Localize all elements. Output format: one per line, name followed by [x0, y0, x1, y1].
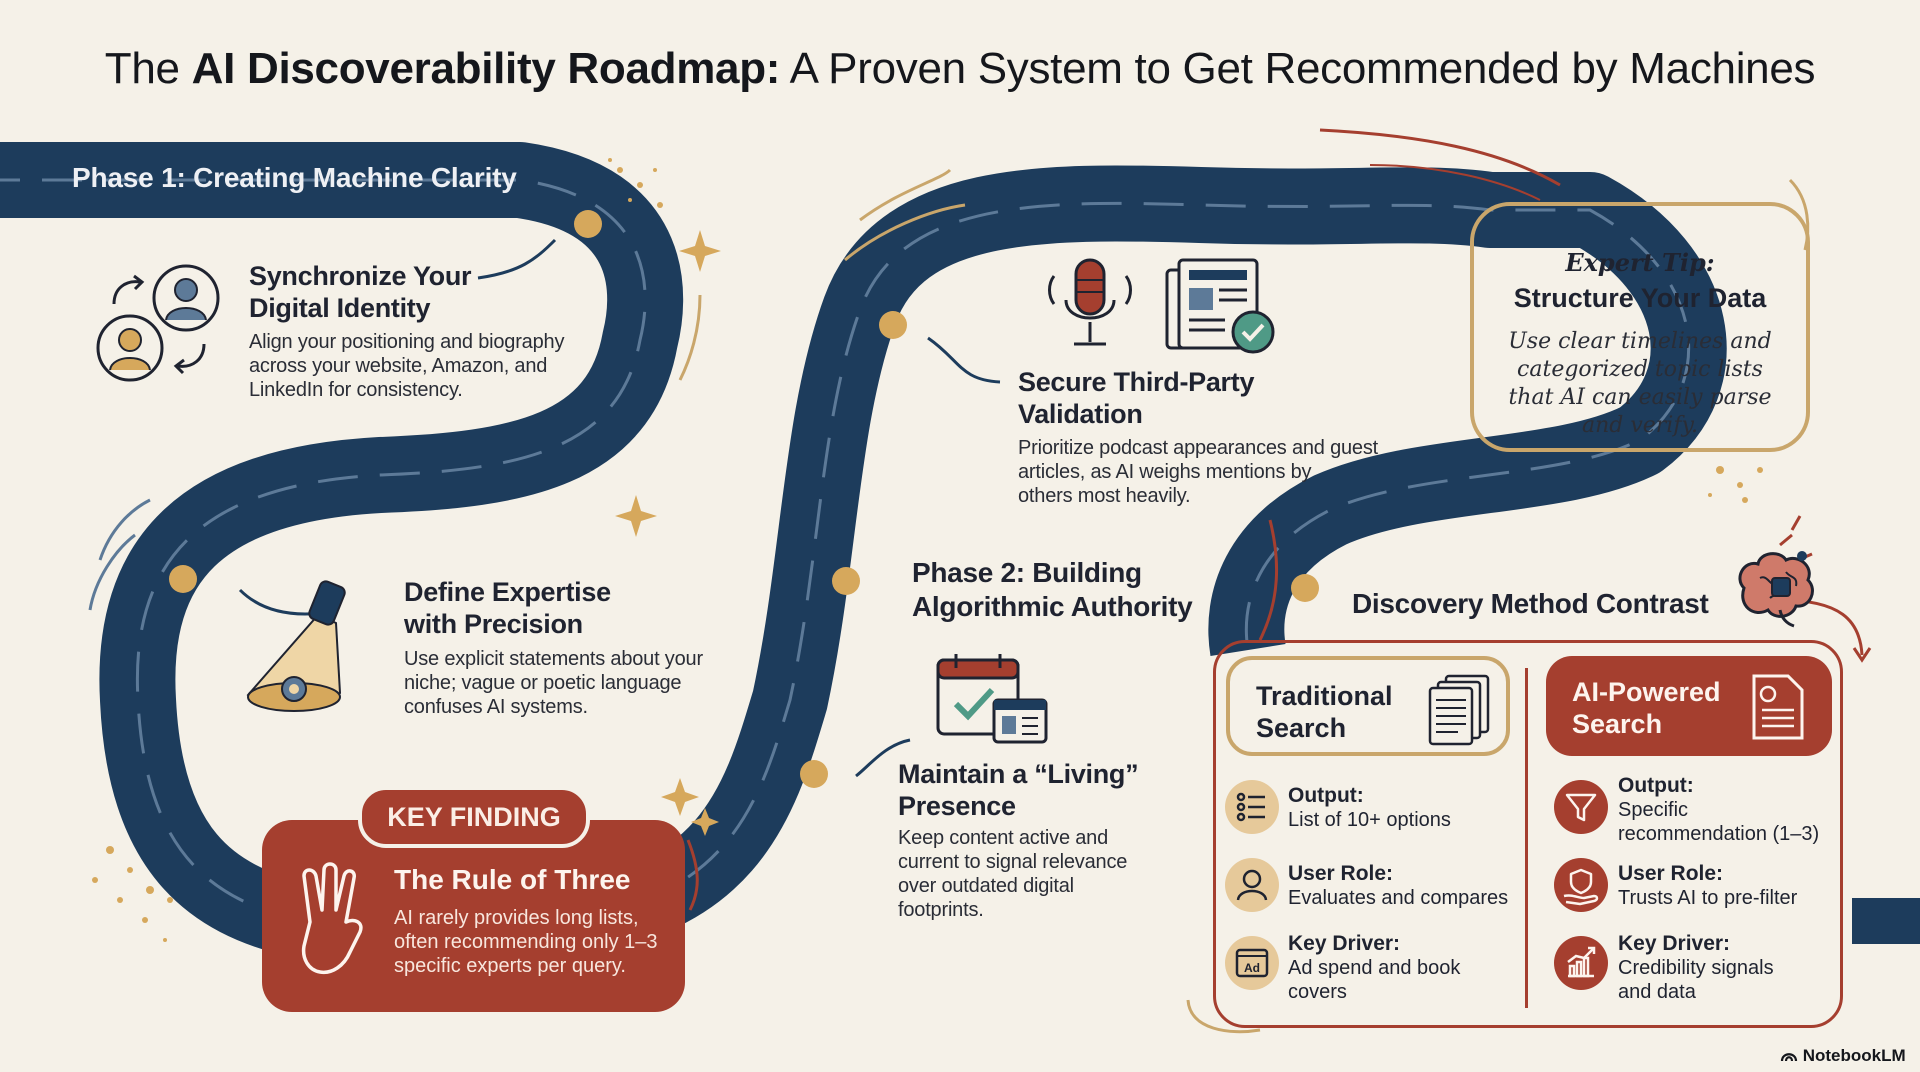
list-icon [1225, 780, 1279, 834]
page-title: The AI Discoverability Roadmap: A Proven… [104, 44, 1816, 93]
calendar-check-icon [936, 654, 1048, 744]
spotlight-gear-icon [246, 580, 346, 712]
milestone-dot [1291, 574, 1319, 602]
brand-text: NotebookLM [1802, 1046, 1906, 1065]
contrast-panel [1213, 640, 1843, 1028]
document-icon [1752, 674, 1804, 740]
contrast-divider [1525, 668, 1528, 1008]
hand-shield-icon [1554, 858, 1608, 912]
ad-icon: Ad [1225, 936, 1279, 990]
key-finding-tab: KEY FINDING [358, 786, 590, 848]
svg-text:Ad: Ad [1244, 961, 1260, 975]
people-sync-icon [96, 264, 220, 382]
documents-icon [1428, 674, 1490, 746]
milestone-dot [574, 210, 602, 238]
phase1-label: Phase 1: Creating Machine Clarity [72, 162, 517, 193]
traditional-output-row: Output:List of 10+ options [1288, 784, 1451, 831]
ai-role-row: User Role:Trusts AI to pre-filter [1618, 862, 1798, 909]
step-presence-heading: Maintain a “Living”Presence [898, 759, 1139, 821]
newspaper-check-icon [1165, 258, 1275, 354]
milestone-dot [879, 311, 907, 339]
road-stub [1852, 898, 1920, 944]
hand-three-icon [301, 862, 363, 975]
traditional-role-row: User Role:Evaluates and compares [1288, 862, 1509, 909]
expert-tip-box: Expert Tip: Structure Your Data Use clea… [1470, 202, 1810, 452]
expert-tip-heading: Structure Your Data [1513, 283, 1767, 313]
step-validation-body: Prioritize podcast appearances and guest… [1018, 437, 1379, 507]
milestone-dot [169, 565, 197, 593]
milestone-dot [832, 567, 860, 595]
funnel-icon [1554, 780, 1608, 834]
key-finding-panel: The Rule of Three AI rarely provides lon… [262, 820, 685, 1012]
contrast-title: Discovery Method Contrast [1352, 588, 1709, 619]
key-finding-body: AI rarely provides long lists,often reco… [394, 907, 658, 977]
key-finding-heading: The Rule of Three [394, 864, 631, 895]
brain-icon [1738, 551, 1814, 628]
notebook-logo-icon [1780, 1053, 1798, 1062]
expert-tip-label: Expert Tip: [1565, 248, 1715, 277]
person-icon [1225, 858, 1279, 912]
notebooklm-logo: NotebookLM [1780, 1046, 1906, 1066]
chart-icon [1554, 936, 1608, 990]
microphone-icon [1048, 258, 1132, 346]
milestone-dot [800, 760, 828, 788]
